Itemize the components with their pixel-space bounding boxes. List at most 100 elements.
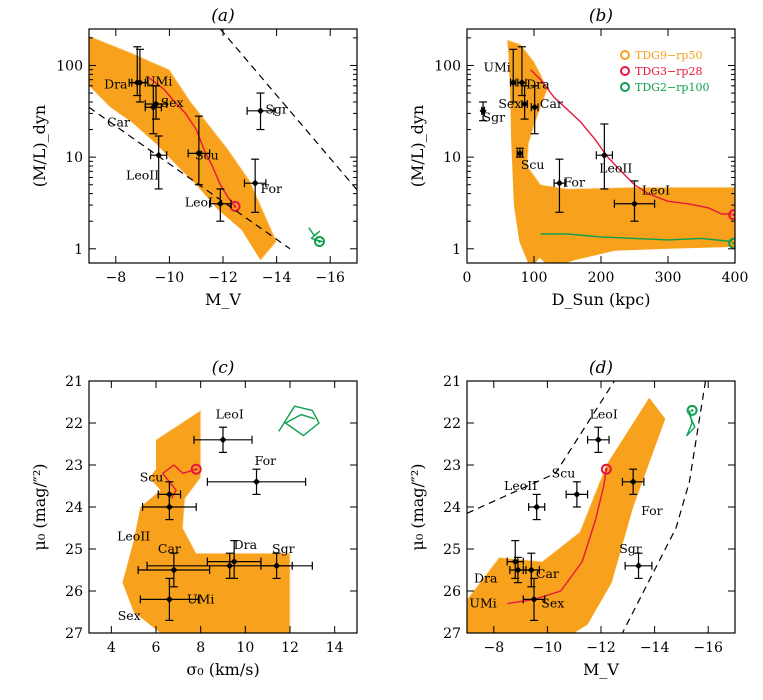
x-tick-label: −8: [483, 640, 504, 656]
data-point-Sex: [522, 577, 546, 622]
point-marker: [165, 503, 173, 511]
data-point-Scu: [565, 481, 589, 508]
point-marker: [521, 100, 529, 108]
y-tick-label: 23: [65, 458, 83, 474]
data-point-Car: [137, 552, 211, 588]
track-end-marker: [728, 209, 735, 221]
legend-label: TDG9−rp50: [635, 49, 702, 62]
data-point-Dra: [206, 539, 262, 580]
point-marker: [230, 558, 238, 566]
point-label-LeoI: LeoI: [590, 407, 618, 422]
dashed-reference-line: [467, 381, 615, 514]
point-marker: [514, 566, 522, 574]
point-label-Dra: Dra: [104, 77, 128, 92]
data-point-UMi: [146, 552, 313, 580]
track-band-TDG9-rp50: [507, 39, 735, 263]
point-label-UMi: UMi: [187, 591, 214, 606]
data-point-Scu: [515, 147, 524, 158]
data-point-Sgr: [479, 101, 488, 122]
data-point-Sex: [520, 85, 529, 120]
panel-d-xlabel: M_V: [583, 660, 619, 679]
track-band-TDG9-rp50: [89, 35, 277, 261]
y-tick-label: 100: [56, 58, 83, 74]
y-tick-label: 25: [443, 542, 461, 558]
track-line-TDG3-rp28: [147, 76, 236, 207]
x-tick-label: 4: [107, 640, 116, 656]
data-point-Scu: [187, 115, 211, 186]
track-band-contour: [467, 464, 607, 633]
panel-c-title: (c): [212, 358, 235, 378]
dashed-reference-line: [621, 381, 707, 633]
y-tick-label: 27: [65, 626, 83, 642]
data-point-For: [553, 158, 566, 213]
panel-a-title: (a): [211, 6, 234, 26]
x-tick-label: −12: [586, 640, 616, 656]
x-tick-label: −10: [155, 270, 185, 286]
point-label-Scu: Scu: [552, 465, 576, 480]
x-tick-label: −12: [208, 270, 238, 286]
track-end-marker-center: [732, 213, 735, 217]
track-line-TDG3-rp28: [530, 69, 732, 215]
data-point-Sex: [139, 577, 200, 622]
y-tick-label: 22: [443, 416, 461, 432]
point-marker: [136, 79, 144, 87]
point-label-UMi: UMi: [145, 73, 172, 88]
point-label-Sex: Sex: [118, 608, 141, 623]
track-end-marker-center: [690, 409, 694, 412]
x-tick-label: 14: [326, 640, 344, 656]
point-label-Sex: Sex: [541, 596, 564, 611]
point-marker: [530, 595, 538, 603]
point-marker: [600, 151, 608, 159]
x-tick-label: −14: [262, 270, 292, 286]
track-end-marker-center: [233, 205, 237, 208]
dashed-reference-line: [89, 106, 291, 250]
point-label-Dra: Dra: [474, 570, 498, 585]
point-label-Sgr: Sgr: [619, 541, 642, 556]
x-tick-label: 0: [463, 270, 472, 286]
track-line-TDG2-rp100: [278, 405, 320, 437]
panel-c-ylabel: μ₀ (mag/″²): [30, 463, 49, 550]
point-label-Sex: Sex: [161, 95, 184, 110]
track-end-marker: [600, 463, 612, 475]
point-marker: [219, 436, 227, 444]
x-tick-label: 300: [655, 270, 682, 286]
point-label-Scu: Scu: [140, 470, 164, 485]
point-marker: [509, 79, 517, 87]
y-tick-label: 10: [65, 150, 83, 166]
point-marker: [253, 478, 260, 486]
data-point-Sgr: [624, 552, 653, 580]
point-label-LeoII: LeoII: [117, 528, 150, 543]
track-end-marker-center: [318, 240, 321, 243]
panel-c-xlabel: σ₀ (km/s): [186, 660, 259, 679]
point-marker: [149, 103, 157, 111]
point-label-LeoI: LeoI: [185, 194, 213, 209]
x-tick-label: 12: [281, 640, 299, 656]
y-tick-label: 1: [452, 242, 461, 258]
point-label-For: For: [260, 181, 282, 196]
point-marker: [533, 503, 541, 511]
panel-d-title: (d): [589, 358, 613, 378]
point-label-LeoI: LeoI: [642, 183, 670, 198]
data-point-For: [621, 468, 645, 495]
track-end-marker: [728, 237, 735, 249]
point-marker: [573, 490, 581, 498]
panel-d-plot-area: [467, 381, 707, 633]
point-label-Scu: Scu: [521, 157, 545, 172]
data-point-LeoII: [142, 493, 197, 521]
data-point-UMi: [131, 48, 149, 103]
point-label-For: For: [255, 453, 277, 468]
data-point-LeoI: [209, 188, 232, 222]
track-line-TDG2-rp100: [540, 233, 732, 243]
panel-a-xlabel: M_V: [205, 290, 241, 309]
point-label-UMi: UMi: [469, 596, 496, 611]
y-tick-label: 26: [65, 584, 83, 600]
y-tick-label: 23: [443, 458, 461, 474]
point-label-Sgr: Sgr: [265, 102, 288, 117]
point-marker: [170, 566, 178, 574]
x-tick-label: 6: [152, 640, 161, 656]
data-point-LeoI: [586, 426, 610, 453]
x-tick-label: 100: [521, 270, 548, 286]
